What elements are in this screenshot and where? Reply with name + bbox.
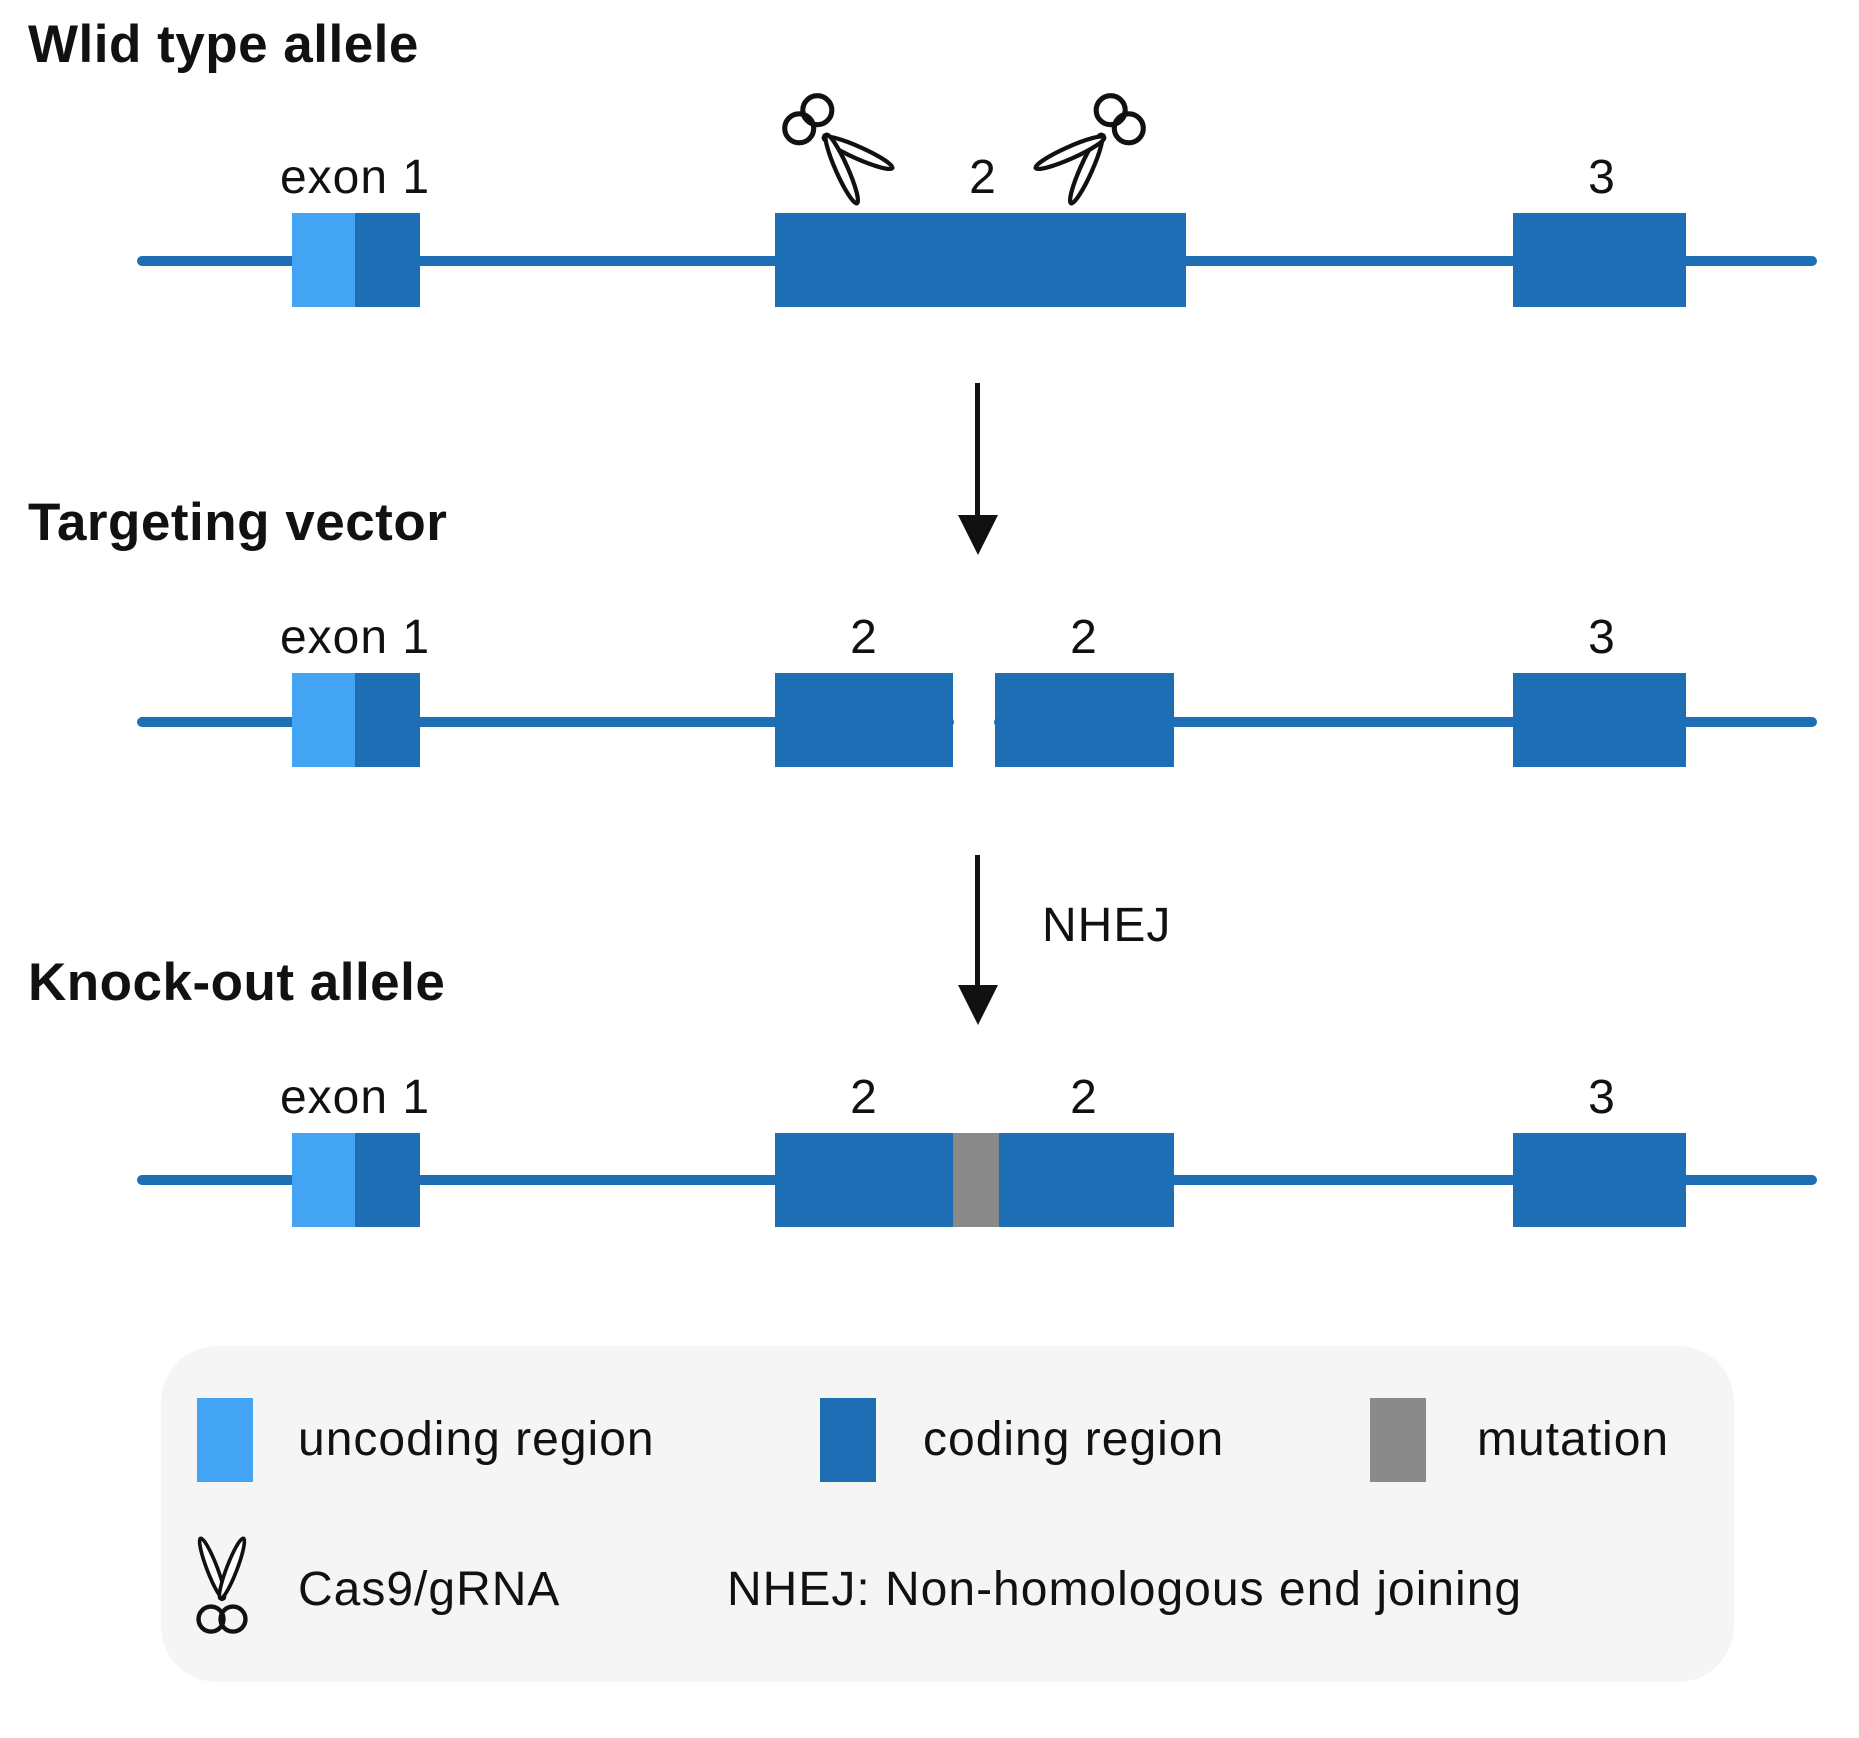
- exon1-box: [292, 1133, 420, 1227]
- exon2a-label: 2: [850, 611, 878, 664]
- legend-mutation-label: mutation: [1477, 1413, 1670, 1466]
- nhej-arrow-label: NHEJ: [1042, 899, 1172, 952]
- scissors-icon: [790, 80, 876, 208]
- scissors-icon: [1052, 80, 1138, 208]
- exon3-label: 3: [1588, 151, 1616, 204]
- exon3-box: [1513, 673, 1686, 767]
- down-arrow: [975, 383, 980, 519]
- uncoding-swatch: [197, 1398, 253, 1482]
- exon2-box: [775, 213, 1186, 307]
- exon1-uncoding-region: [292, 1133, 355, 1227]
- section-title-wild-type: Wlid type allele: [28, 15, 419, 74]
- exon1-label: exon 1: [279, 1071, 431, 1124]
- exon3-box: [1513, 1133, 1686, 1227]
- section-title-knockout: Knock-out allele: [28, 953, 446, 1012]
- legend-nhej-note: NHEJ: Non-homologous end joining: [727, 1563, 1523, 1616]
- scissors-icon: [185, 1534, 259, 1644]
- exon3-box: [1513, 213, 1686, 307]
- legend-coding-label: coding region: [923, 1413, 1225, 1466]
- exon1-coding-region: [355, 213, 420, 307]
- legend: uncoding region coding region mutation C…: [161, 1346, 1734, 1682]
- exon1-label: exon 1: [279, 151, 431, 204]
- exon2a-box: [775, 673, 953, 767]
- exon1-coding-region: [355, 1133, 420, 1227]
- exon2b-box: [995, 673, 1174, 767]
- exon2a-label: 2: [850, 1071, 878, 1124]
- exon2-joined-box: [775, 1133, 1174, 1227]
- exon1-label: exon 1: [279, 611, 431, 664]
- dna-line-left: [137, 717, 954, 727]
- exon3-label: 3: [1588, 1071, 1616, 1124]
- section-title-targeting-vector: Targeting vector: [28, 493, 448, 552]
- exon2-label: 2: [969, 151, 997, 204]
- exon1-box: [292, 213, 420, 307]
- dna-line-right: [994, 717, 1817, 727]
- exon1-uncoding-region: [292, 673, 355, 767]
- mutation-segment: [953, 1133, 999, 1227]
- exon3-label: 3: [1588, 611, 1616, 664]
- legend-uncoding-label: uncoding region: [298, 1413, 655, 1466]
- mutation-swatch: [1370, 1398, 1426, 1482]
- exon2b-label: 2: [1070, 1071, 1098, 1124]
- down-arrow-head: [958, 985, 998, 1025]
- coding-swatch: [820, 1398, 876, 1482]
- down-arrow: [975, 855, 980, 987]
- exon1-uncoding-region: [292, 213, 355, 307]
- exon1-coding-region: [355, 673, 420, 767]
- exon1-box: [292, 673, 420, 767]
- down-arrow-head: [958, 515, 998, 555]
- legend-cas9-label: Cas9/gRNA: [298, 1563, 561, 1616]
- exon2b-label: 2: [1070, 611, 1098, 664]
